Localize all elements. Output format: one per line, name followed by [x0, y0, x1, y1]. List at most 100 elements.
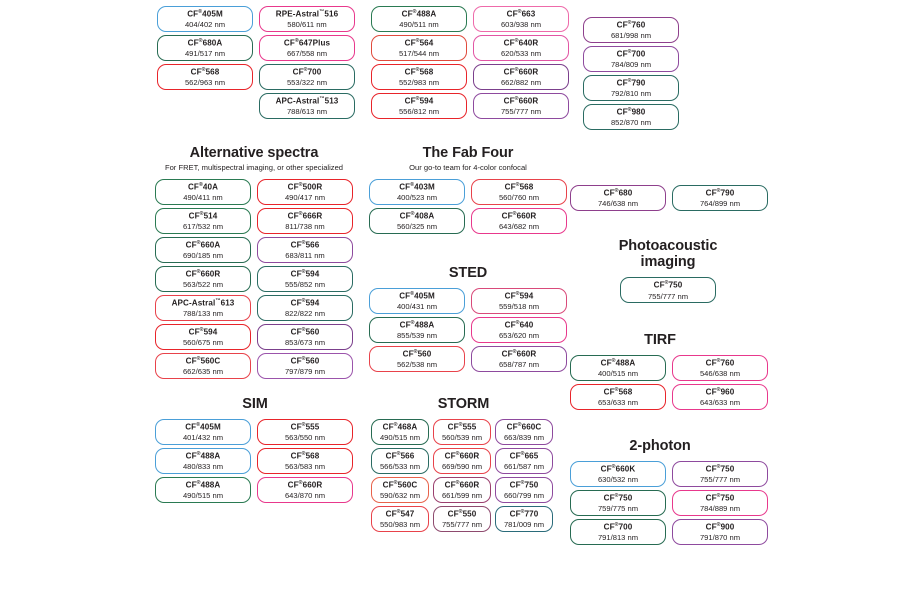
- fluorophore-name: CF®640: [504, 320, 534, 330]
- fluorophore-name: CF®790: [705, 188, 735, 198]
- fluorophore-name: APC-Astral™513: [275, 96, 339, 106]
- fluorophore-spectra: 590/632 nm: [379, 491, 421, 501]
- fluorophore-spectra: 662/635 nm: [182, 367, 224, 377]
- registered-mark: ®: [199, 327, 204, 333]
- fluorophore-spectra: 546/638 nm: [699, 369, 741, 379]
- fluorophore-spectra: 746/638 nm: [597, 199, 639, 209]
- fluorophore-spectra: 784/889 nm: [699, 504, 741, 514]
- fluorophore-name: CF®488A: [399, 320, 435, 330]
- fluorophore-name: CF®405M: [399, 291, 435, 301]
- fluorophore-spectra: 667/558 nm: [286, 49, 328, 59]
- fluorophore-name: CF®550: [447, 509, 477, 519]
- fluorophore-spectra: 560/539 nm: [441, 433, 483, 443]
- fluorophore-name: CF®594: [404, 96, 434, 106]
- fluorophore-name: CF®500R: [287, 182, 323, 192]
- fluorophore-spectra: 563/522 nm: [182, 280, 224, 290]
- registered-mark: ®: [614, 493, 619, 499]
- fluorophore-name: CF®700: [603, 522, 633, 532]
- registered-mark: ®: [301, 298, 306, 304]
- fluorophore-spectra: 683/811 nm: [285, 251, 325, 261]
- registered-mark: ®: [627, 78, 632, 84]
